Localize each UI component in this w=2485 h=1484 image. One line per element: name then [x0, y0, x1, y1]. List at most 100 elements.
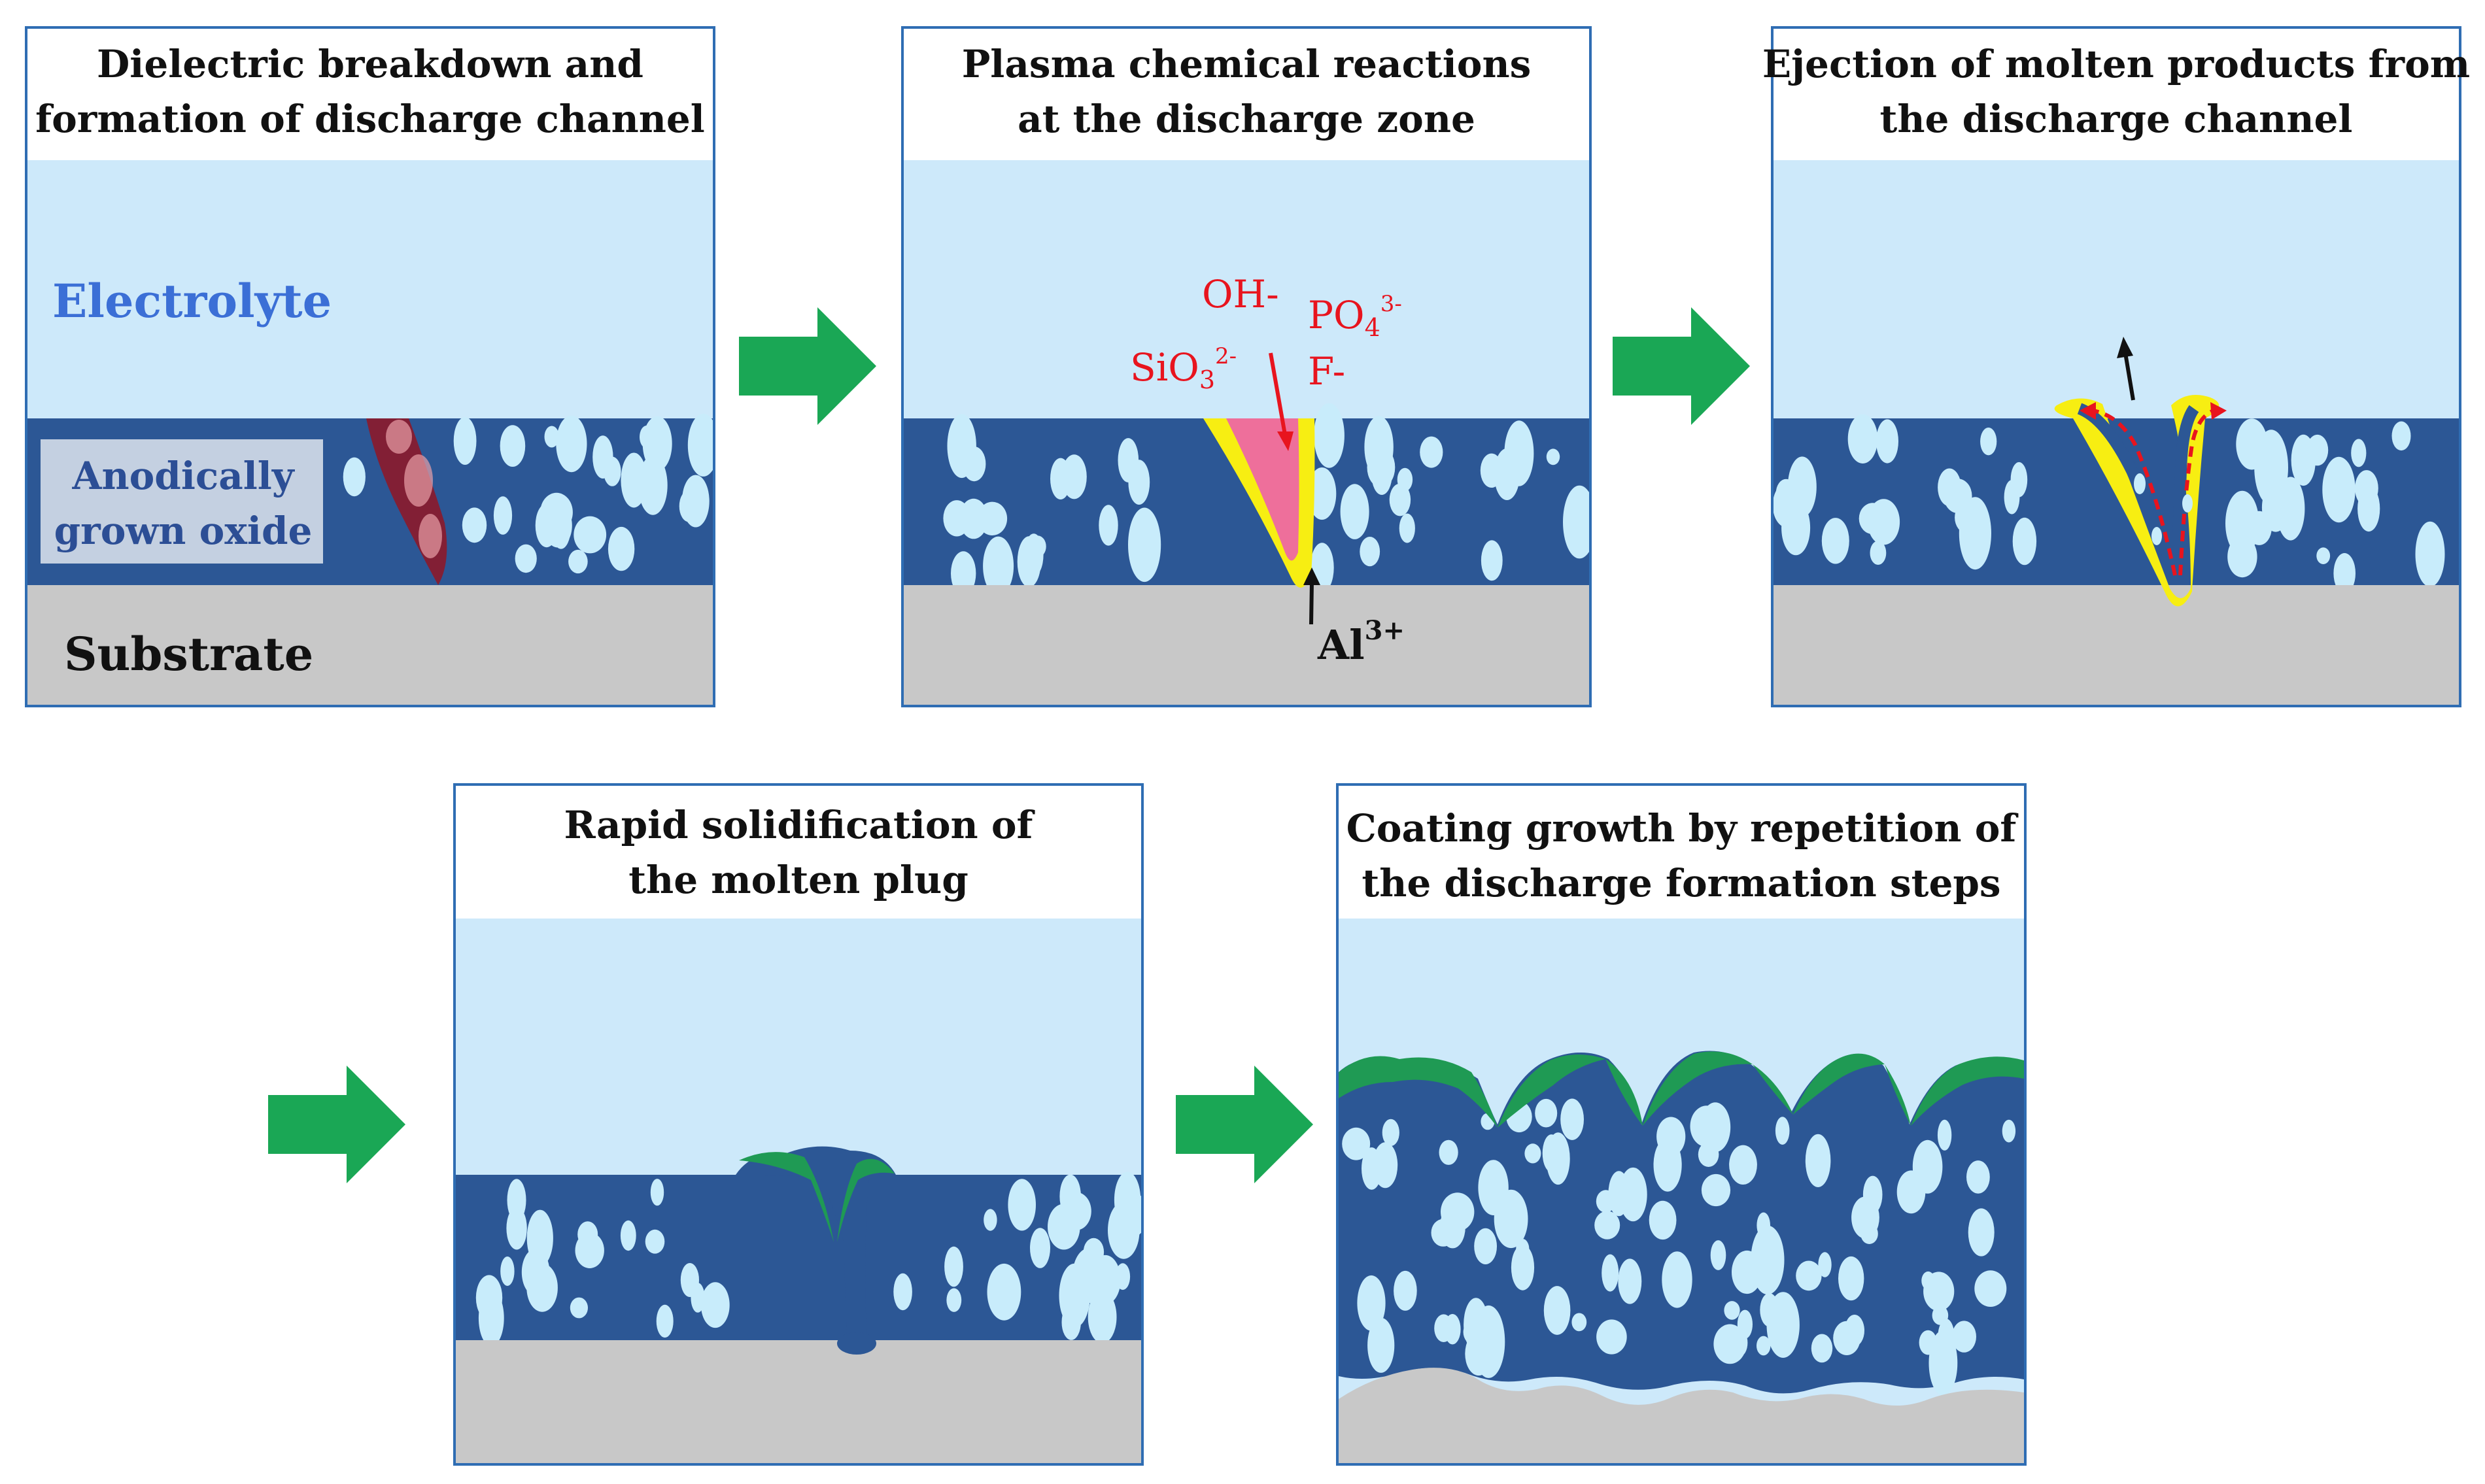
- oxide-pore: [650, 1179, 664, 1206]
- solidified-plug-green: [739, 1152, 834, 1242]
- panel-solidification: Rapid solidification of the molten plug: [453, 783, 1144, 1466]
- oxide-pore: [1463, 1319, 1484, 1345]
- oxide-pore: [1340, 484, 1369, 539]
- oxide-pore: [1876, 419, 1898, 464]
- oxide-pore: [1439, 1139, 1458, 1165]
- ion-al-base: Al: [1317, 621, 1365, 669]
- oxide-pore: [608, 526, 635, 571]
- oxide-pore: [592, 435, 613, 479]
- oxide-pore: [1656, 1117, 1686, 1156]
- ion-f: F-: [1308, 349, 1345, 394]
- oxide-pore: [1690, 1105, 1723, 1147]
- electrolyte-region: [456, 919, 1141, 1175]
- oxide-pore: [493, 496, 513, 535]
- oxide-pore: [1535, 1098, 1558, 1128]
- solidified-cap: [1643, 1051, 1753, 1126]
- oxide-pore: [1307, 467, 1337, 520]
- substrate-region: [904, 585, 1589, 705]
- label-electrolyte: Electrolyte: [52, 274, 332, 328]
- oxide-pore: [1357, 1275, 1386, 1331]
- oxide-pore: [1980, 428, 1997, 456]
- substrate-region: [27, 585, 713, 705]
- panel-title-line2: at the discharge zone: [1018, 97, 1475, 141]
- ion-po4: PO43-: [1308, 291, 1402, 342]
- panel-title-line1: Ejection of molten products from: [1762, 42, 2470, 86]
- oxide-pore: [1089, 1255, 1121, 1305]
- oxide-pore: [1944, 479, 1972, 513]
- channel-pore: [2182, 494, 2193, 513]
- oxide-pore: [1724, 1301, 1740, 1320]
- oxide-pore: [1649, 1200, 1677, 1240]
- oxide-pore: [1511, 1245, 1535, 1290]
- substrate-region: [456, 1340, 1141, 1463]
- oxide-pore: [1870, 541, 1887, 565]
- oxide-pore: [2415, 521, 2445, 587]
- solidified-plug-oxide: [736, 1146, 896, 1349]
- oxide-pore: [453, 417, 477, 465]
- molten-flow-arrowhead: [2210, 402, 2227, 420]
- oxide-pore: [2361, 505, 2377, 526]
- oxide-pore: [2316, 547, 2331, 564]
- oxide-pore: [1342, 1127, 1371, 1160]
- panel-plasma-reactions: Plasma chemical reactions at the dischar…: [901, 26, 1592, 707]
- oxide-pore: [1059, 1263, 1090, 1328]
- al-outflow-arrow: [1309, 581, 1314, 625]
- oxide-pore: [1951, 1321, 1976, 1353]
- oxide-pore: [2322, 456, 2356, 523]
- oxide-pore: [2391, 421, 2411, 451]
- oxide-pore: [1314, 403, 1345, 468]
- oxide-pore: [1896, 1170, 1926, 1214]
- panel-ejection: Ejection of molten products from the dis…: [1762, 26, 2470, 707]
- electrolyte-region: [1774, 160, 2459, 418]
- oxide-pore: [1796, 1260, 1822, 1291]
- oxide-pore: [1732, 1250, 1762, 1294]
- oxide-pores: [343, 413, 713, 574]
- oxide-pore: [944, 1246, 963, 1287]
- oxide-pore: [507, 1179, 526, 1222]
- oxide-pore: [680, 1263, 699, 1297]
- oxide-pore: [1775, 479, 1796, 507]
- label-oxide-line2: grown oxide: [54, 509, 313, 553]
- oxide-pore: [2227, 536, 2257, 578]
- oxide-pore: [1838, 1256, 1864, 1301]
- oxide-pore: [1571, 1313, 1587, 1332]
- oxide-pore: [1805, 1134, 1831, 1187]
- oxide-pore: [1481, 540, 1503, 581]
- ejection-arrow: [2123, 352, 2135, 401]
- oxide-pore: [1710, 1240, 1726, 1270]
- oxide-pore: [1389, 483, 1411, 516]
- oxide-pore: [1563, 485, 1589, 559]
- oxide-pore: [1524, 1143, 1541, 1164]
- panel-title-line1: Plasma chemical reactions: [962, 42, 1532, 86]
- oxide-pore: [1024, 533, 1044, 577]
- oxide-pore: [1662, 1251, 1692, 1308]
- oxide-pore: [1859, 503, 1887, 535]
- oxide-pore: [1757, 1336, 1771, 1356]
- panel-coating-growth: Coating growth by repetition of the disc…: [1336, 783, 2027, 1466]
- oxide-pore: [500, 1256, 515, 1286]
- oxide-pore: [1394, 1270, 1417, 1311]
- oxide-pore: [1701, 1173, 1731, 1207]
- oxide-pore: [1698, 1141, 1719, 1167]
- oxide-pore: [1480, 453, 1503, 488]
- oxide-pore: [1118, 438, 1139, 482]
- oxide-pore: [687, 413, 713, 477]
- oxide-pore: [1494, 1189, 1528, 1249]
- oxide-pore: [1974, 1270, 2007, 1307]
- oxide-pore: [645, 1229, 665, 1254]
- oxide-pore: [568, 549, 588, 574]
- ion-sio3-sub: 3: [1199, 365, 1215, 394]
- ion-sio3-base: SiO: [1130, 345, 1199, 390]
- oxide-pore: [343, 457, 366, 497]
- oxide-pore: [540, 492, 573, 532]
- process-arrow: [1613, 307, 1750, 425]
- panel-title-line1: Rapid solidification of: [564, 803, 1035, 847]
- oxide-pore: [656, 1304, 674, 1338]
- oxide-pore: [1818, 1252, 1832, 1277]
- solidified-cap: [1911, 1056, 2024, 1126]
- oxide-pore: [1546, 1132, 1570, 1185]
- oxide-pore: [1420, 436, 1443, 468]
- panel-title-line1: Dielectric breakdown and: [97, 42, 643, 86]
- oxide-pore: [1382, 1119, 1399, 1147]
- oxide-pore: [984, 1209, 997, 1231]
